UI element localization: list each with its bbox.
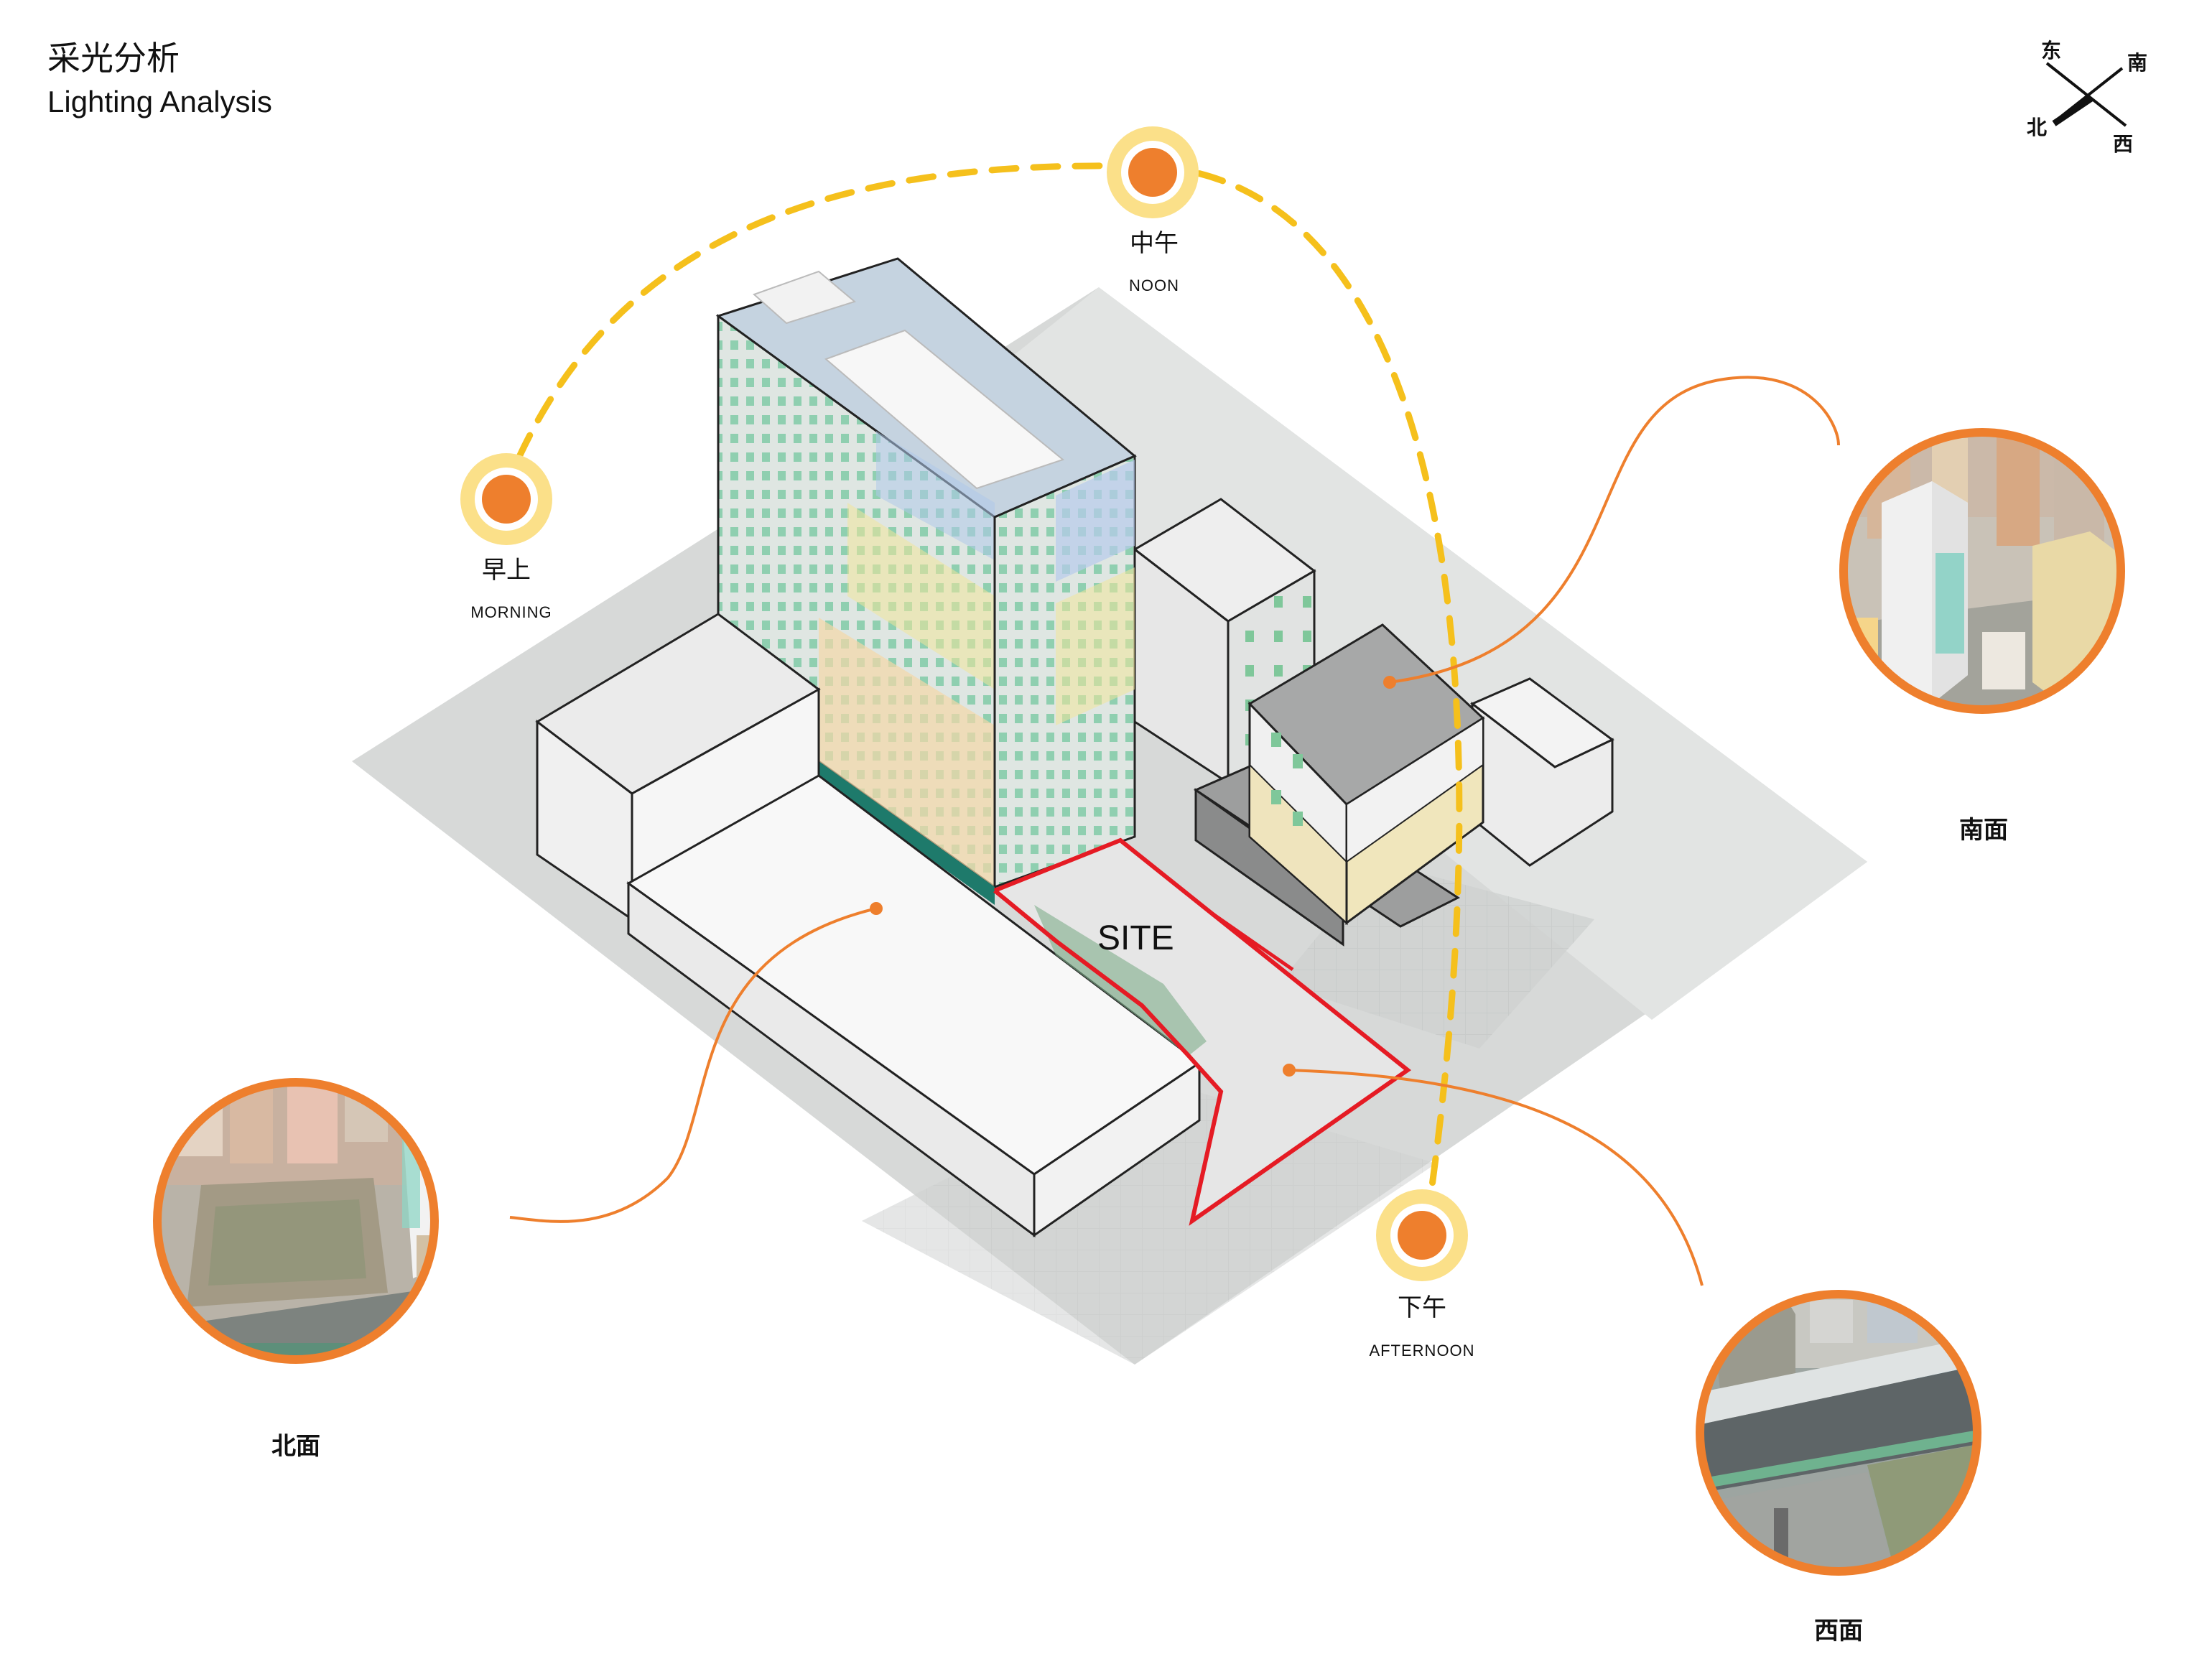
leader-lines: [509, 376, 1840, 1286]
view-west-label: 西面: [1814, 1617, 1863, 1645]
compass-north-arrow: [2052, 96, 2094, 126]
sun-morning-cn: 早上: [482, 556, 531, 585]
leader-south: [1389, 376, 1840, 684]
view-south: 南面: [1839, 428, 2125, 845]
leader-north-dot: [870, 902, 883, 915]
view-north-label: 北面: [271, 1432, 320, 1461]
sun-morning: 早上 MORNING: [460, 453, 552, 621]
photo-north-frame: [153, 1078, 439, 1364]
sun-afternoon: 下午 AFTERNOON: [1369, 1189, 1474, 1360]
sun-noon-cn: 中午: [1130, 229, 1179, 258]
compass-west: 西: [2113, 132, 2133, 156]
title-en: Lighting Analysis: [47, 85, 272, 118]
sun-noon: 中午 NOON: [1107, 126, 1199, 294]
view-south-label: 南面: [1959, 816, 2008, 845]
leader-west-dot: [1283, 1064, 1296, 1077]
leader-west: [1288, 1069, 1704, 1286]
photo-south-frame: [1839, 428, 2125, 714]
tower-building: [715, 257, 1137, 905]
sun-path-arc: [499, 162, 1463, 1210]
view-north: 北面: [153, 1078, 439, 1461]
compass-north: 北: [2027, 116, 2047, 139]
building-long-low: [626, 774, 1202, 1237]
compass: 东 南 北 西: [2027, 39, 2147, 156]
compass-axis-east-west: [2045, 62, 2127, 127]
sun-morning-icon: [482, 475, 531, 524]
photo-west-frame: [1696, 1290, 1981, 1576]
sun-morning-en: MORNING: [470, 603, 552, 621]
leader-south-dot: [1383, 676, 1396, 689]
photo-north: [157, 1082, 434, 1360]
building-south-box: [1193, 623, 1485, 947]
leader-north: [509, 907, 877, 1223]
sun-noon-en: NOON: [1129, 276, 1179, 294]
sun-afternoon-icon: [1398, 1211, 1446, 1260]
photo-south: [1844, 432, 2121, 710]
title-block: 采光分析 Lighting Analysis: [47, 39, 272, 118]
compass-east: 东: [2041, 39, 2061, 62]
title-cn: 采光分析: [47, 39, 180, 78]
site-label: SITE: [1097, 919, 1174, 957]
sun-afternoon-cn: 下午: [1398, 1293, 1446, 1322]
sun-afternoon-en: AFTERNOON: [1369, 1342, 1474, 1360]
sun-noon-icon: [1128, 148, 1177, 197]
compass-south: 南: [2127, 51, 2147, 75]
site-area: SITE: [993, 837, 1412, 1226]
view-west: 西面: [1696, 1290, 1981, 1645]
